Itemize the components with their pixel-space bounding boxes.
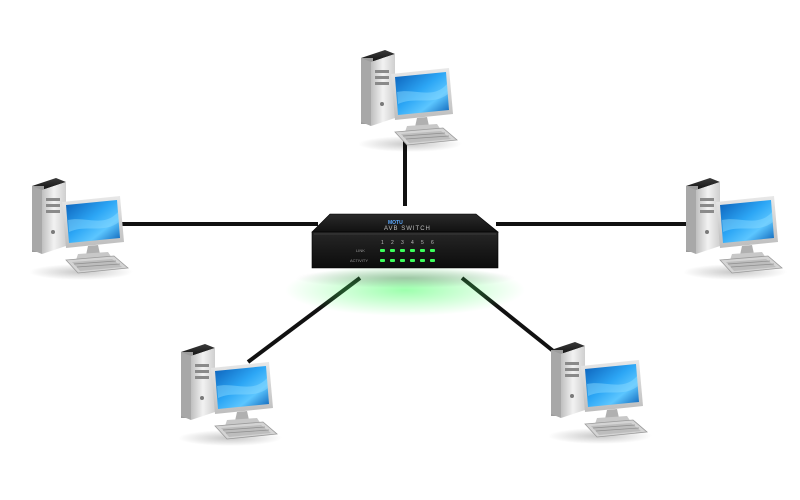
link-led bbox=[400, 249, 405, 252]
link-led bbox=[410, 249, 415, 252]
activity-led bbox=[430, 259, 435, 262]
desktop-computer-icon bbox=[547, 341, 653, 445]
link-led bbox=[420, 249, 425, 252]
desktop-computer-icon bbox=[28, 177, 134, 281]
activity-led bbox=[410, 259, 415, 262]
activity-label: ACTIVITY bbox=[350, 258, 368, 263]
port-number: 2 bbox=[391, 240, 394, 246]
link-label: LINK bbox=[356, 248, 365, 253]
link-led bbox=[430, 249, 435, 252]
activity-led-row bbox=[380, 259, 435, 262]
computer-bottom-right bbox=[547, 341, 653, 445]
computer-left bbox=[28, 177, 134, 281]
port-number: 5 bbox=[421, 240, 424, 246]
activity-led bbox=[420, 259, 425, 262]
switch-model: AVB SWITCH bbox=[384, 226, 431, 232]
port-number: 3 bbox=[401, 240, 404, 246]
port-number: 1 bbox=[381, 240, 384, 246]
port-number-row: 1 2 3 4 5 6 bbox=[381, 240, 434, 246]
link-led bbox=[390, 249, 395, 252]
activity-led bbox=[400, 259, 405, 262]
port-number: 6 bbox=[431, 240, 434, 246]
computer-right bbox=[682, 177, 788, 281]
activity-led bbox=[390, 259, 395, 262]
desktop-computer-icon bbox=[177, 343, 283, 447]
computer-top bbox=[357, 49, 463, 153]
activity-led bbox=[380, 259, 385, 262]
port-number: 4 bbox=[411, 240, 414, 246]
desktop-computer-icon bbox=[682, 177, 788, 281]
desktop-computer-icon bbox=[357, 49, 463, 153]
link-led bbox=[380, 249, 385, 252]
link-led-row bbox=[380, 249, 435, 252]
switch-brand: MOTU bbox=[388, 220, 403, 226]
network-switch: MOTU AVB SWITCH LINK ACTIVITY 1 2 3 4 5 … bbox=[285, 213, 525, 316]
computer-bottom-left bbox=[177, 343, 283, 447]
